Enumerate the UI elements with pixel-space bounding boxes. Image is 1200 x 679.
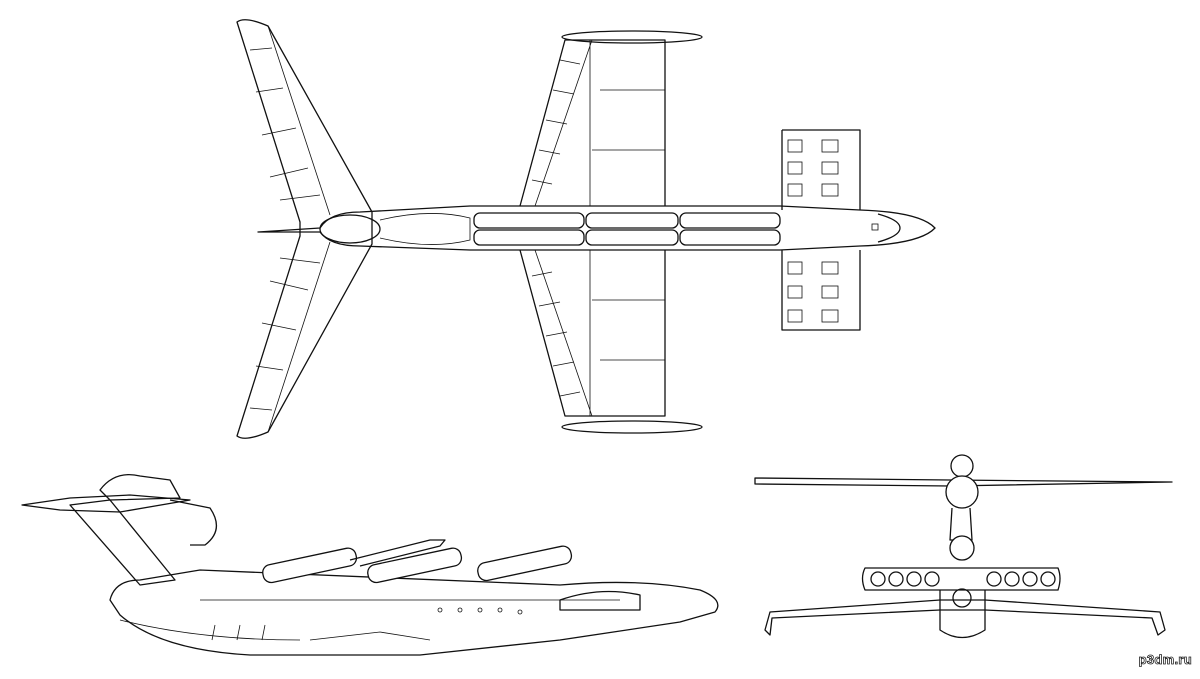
cockpit — [877, 213, 901, 243]
side-cockpit — [559, 590, 641, 611]
front-engines — [870, 571, 1056, 587]
side-hull — [109, 569, 719, 656]
side-view — [21, 473, 719, 656]
main-wing — [519, 39, 666, 417]
engines — [787, 139, 839, 323]
fuselage — [257, 205, 936, 251]
wingtip-float-top — [561, 30, 703, 44]
side-fin — [69, 499, 176, 586]
front-canard — [861, 567, 1061, 591]
front-wing — [764, 599, 1166, 636]
tail-ribs — [249, 47, 321, 411]
watermark: p3dm.ru — [1138, 652, 1192, 668]
wingtip-float-bottom — [561, 420, 703, 434]
side-tailplane — [21, 494, 191, 513]
engine-canard — [781, 129, 861, 331]
missile-containers — [473, 212, 781, 246]
side-launchers — [262, 539, 573, 584]
front-tailplane — [754, 477, 1173, 487]
top-view — [236, 19, 936, 439]
front-view — [754, 454, 1173, 639]
tail-pod — [319, 214, 381, 244]
